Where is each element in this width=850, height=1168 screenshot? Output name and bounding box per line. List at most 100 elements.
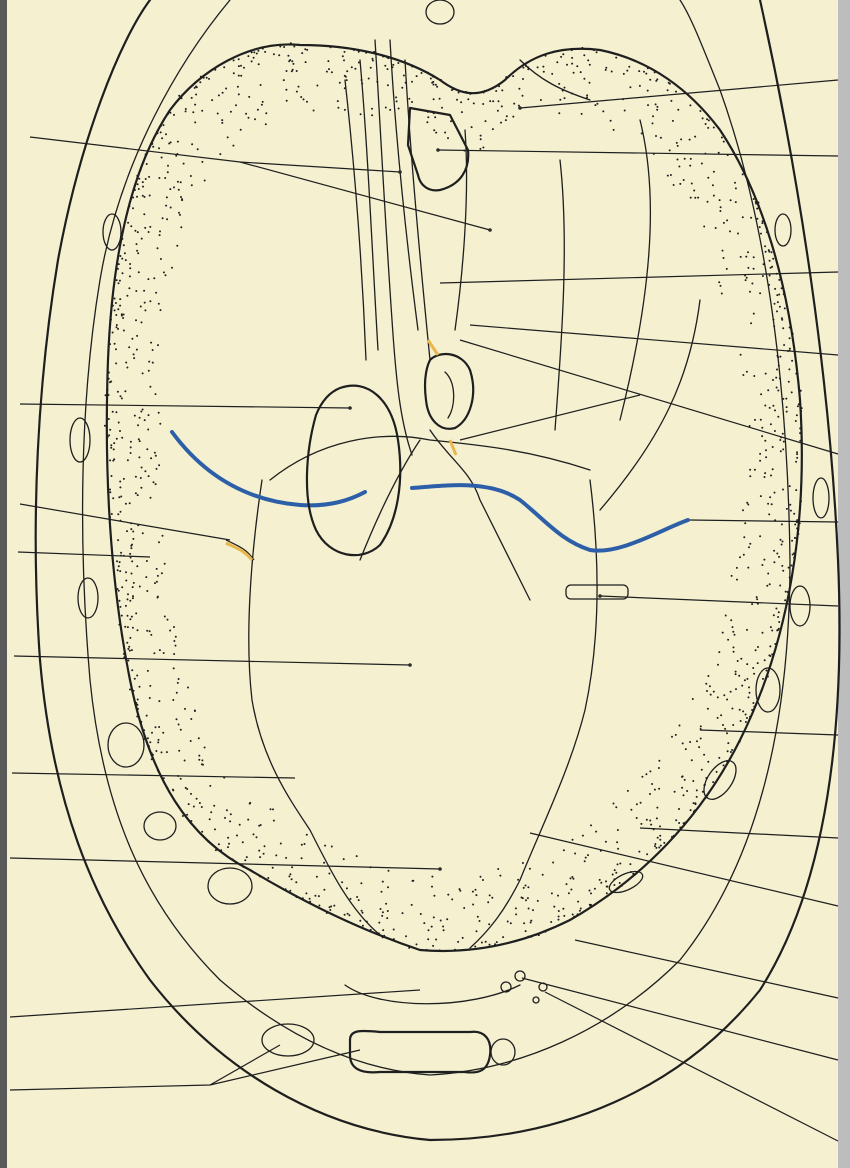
- stipple-dot: [251, 51, 253, 53]
- stipple-dot: [704, 784, 706, 786]
- stipple-dot: [264, 51, 266, 53]
- stipple-dot: [154, 582, 156, 584]
- stipple-dot: [649, 793, 651, 795]
- stipple-dot: [619, 882, 621, 884]
- stipple-dot: [720, 285, 722, 287]
- stipple-dot: [248, 117, 250, 119]
- stipple-dot: [251, 60, 253, 62]
- stipple-dot: [372, 60, 374, 62]
- stipple-dot: [772, 319, 774, 321]
- stipple-dot: [606, 892, 608, 894]
- stipple-dot: [259, 856, 261, 858]
- stipple-dot: [651, 783, 653, 785]
- stipple-dot: [606, 886, 608, 888]
- stipple-dot: [146, 448, 148, 450]
- stipple-dot: [659, 835, 661, 837]
- stipple-dot: [219, 153, 221, 155]
- stipple-dot: [730, 751, 732, 753]
- stipple-dot: [326, 71, 328, 73]
- stipple-dot: [169, 112, 171, 114]
- stipple-dot: [717, 717, 719, 719]
- stipple-dot: [393, 929, 395, 931]
- stipple-dot: [121, 397, 123, 399]
- stipple-dot: [726, 732, 728, 734]
- stipple-dot: [690, 197, 692, 199]
- stipple-dot: [117, 328, 119, 330]
- stipple-dot: [427, 938, 429, 940]
- stipple-dot: [359, 920, 361, 922]
- stipple-dot: [141, 467, 143, 469]
- stipple-dot: [129, 263, 131, 265]
- stipple-dot: [480, 138, 482, 140]
- stipple-dot: [166, 787, 168, 789]
- stipple-dot: [289, 890, 291, 892]
- stipple-dot: [747, 267, 749, 269]
- stipple-dot: [309, 901, 311, 903]
- stipple-dot: [130, 452, 132, 454]
- stipple-dot: [611, 71, 613, 73]
- stipple-dot: [458, 92, 460, 94]
- stipple-dot: [782, 327, 784, 329]
- stipple-dot: [617, 863, 619, 865]
- stipple-dot: [501, 89, 503, 91]
- stipple-dot: [469, 93, 471, 95]
- stipple-dot: [123, 478, 125, 480]
- stipple-dot: [576, 65, 578, 67]
- stipple-dot: [107, 436, 109, 438]
- stipple-dot: [172, 699, 174, 701]
- stipple-dot: [199, 802, 201, 804]
- stipple-dot: [149, 630, 151, 632]
- stipple-dot: [599, 879, 601, 881]
- stipple-dot: [780, 450, 782, 452]
- stipple-dot: [759, 292, 761, 294]
- stipple-dot: [122, 317, 124, 319]
- stipple-dot: [522, 67, 524, 69]
- stipple-dot: [753, 256, 755, 258]
- stipple-dot: [130, 547, 132, 549]
- stipple-dot: [152, 349, 154, 351]
- stipple-dot: [232, 858, 234, 860]
- stipple-dot: [173, 114, 175, 116]
- stipple-dot: [176, 692, 178, 694]
- stipple-dot: [258, 850, 260, 852]
- stipple-dot: [679, 725, 681, 727]
- stipple-dot: [765, 373, 767, 375]
- stipple-dot: [155, 726, 157, 728]
- stipple-dot: [800, 500, 802, 502]
- stipple-dot: [753, 706, 755, 708]
- stipple-dot: [240, 129, 242, 131]
- stipple-dot: [347, 913, 349, 915]
- stipple-dot: [670, 100, 672, 102]
- stipple-dot: [615, 872, 617, 874]
- stipple-dot: [515, 907, 517, 909]
- stipple-dot: [345, 76, 347, 78]
- stipple-dot: [692, 780, 694, 782]
- stipple-dot: [705, 777, 707, 779]
- stipple-dot: [760, 393, 762, 395]
- stipple-dot: [707, 675, 709, 677]
- stipple-dot: [165, 274, 167, 276]
- stipple-dot: [477, 916, 479, 918]
- stipple-dot: [705, 123, 707, 125]
- stipple-dot: [221, 122, 223, 124]
- stipple-dot: [214, 69, 216, 71]
- stipple-dot: [173, 653, 175, 655]
- stipple-dot: [149, 697, 151, 699]
- stipple-dot: [564, 97, 566, 99]
- stipple-dot: [240, 65, 242, 67]
- stipple-dot: [121, 635, 123, 637]
- stipple-dot: [278, 54, 280, 56]
- stipple-dot: [778, 279, 780, 281]
- stipple-dot: [127, 222, 129, 224]
- stipple-dot: [194, 121, 196, 123]
- stipple-dot: [703, 754, 705, 756]
- stipple-dot: [200, 76, 202, 78]
- stipple-dot: [162, 217, 164, 219]
- stipple-dot: [107, 350, 109, 352]
- stipple-dot: [129, 689, 131, 691]
- stipple-dot: [261, 104, 263, 106]
- stipple-dot: [260, 84, 262, 86]
- stipple-dot: [568, 892, 570, 894]
- stipple-dot: [208, 840, 210, 842]
